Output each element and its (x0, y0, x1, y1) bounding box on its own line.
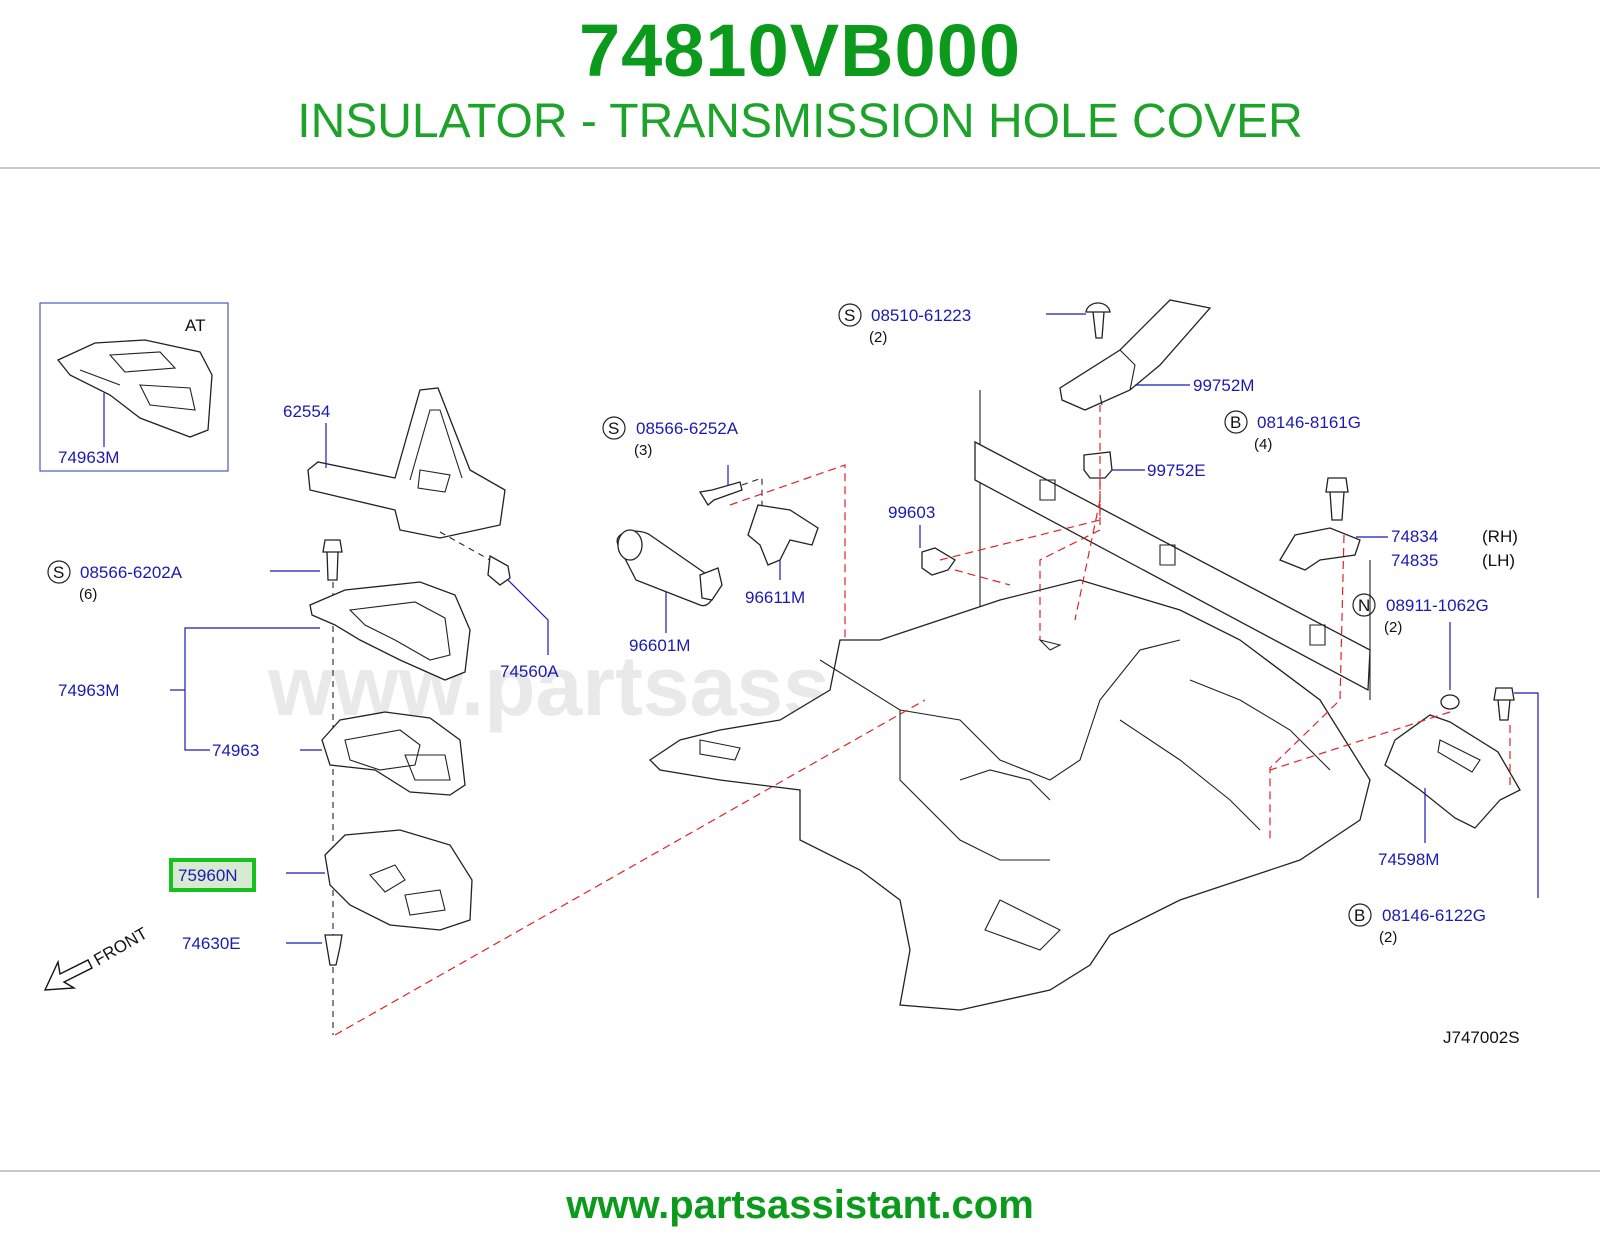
fastener-08146-6122G: B 08146-6122G (2) (1348, 687, 1539, 946)
installation-guide-lines (334, 405, 1511, 1036)
footer-divider (0, 1170, 1600, 1172)
part-74835-label[interactable]: 74835 (1391, 551, 1438, 570)
fastener-prefix: B (1354, 906, 1365, 925)
fastener-code[interactable]: 08146-6122G (1382, 906, 1486, 925)
part-62554-label[interactable]: 62554 (283, 402, 330, 421)
floor-pan (648, 579, 1371, 1011)
part-name-subtitle: INSULATOR - TRANSMISSION HOLE COVER (297, 95, 1303, 148)
at-inset: AT 74963M (39, 302, 229, 472)
part-74598M-bracket: 74598M (1378, 714, 1521, 869)
fastener-code[interactable]: 08566-6252A (636, 419, 739, 438)
part-74630E-label[interactable]: 74630E (182, 934, 241, 953)
fastener-code[interactable]: 08510-61223 (871, 306, 971, 325)
at-inset-label: AT (185, 316, 205, 335)
fastener-qty: (2) (869, 329, 887, 346)
part-74963M-label[interactable]: 74963M (58, 681, 119, 700)
part-75960N-label[interactable]: 75960N (178, 866, 238, 885)
fastener-code[interactable]: 08911-1062G (1386, 596, 1489, 615)
fastener-qty: (6) (79, 586, 97, 603)
part-74963M-group: 74963M 74963 (58, 581, 471, 796)
fastener-prefix: N (1358, 596, 1370, 615)
part-99603-label[interactable]: 99603 (888, 503, 935, 522)
inset-part-label[interactable]: 74963M (58, 448, 119, 467)
fastener-08510-61223: S 08510-61223 (2) (838, 302, 1111, 346)
part-74560A-label[interactable]: 74560A (500, 662, 559, 681)
part-99752M-label[interactable]: 99752M (1193, 376, 1254, 395)
cross-member (974, 440, 1371, 692)
fastener-qty: (2) (1379, 929, 1397, 946)
fastener-prefix: S (53, 563, 64, 582)
fastener-qty: (4) (1254, 436, 1272, 453)
part-74630E-clip: 74630E (182, 934, 343, 966)
part-75960N-insulator: 75960N (169, 829, 473, 931)
fastener-prefix: S (844, 306, 855, 325)
fastener-prefix: B (1230, 413, 1241, 432)
fastener-08911-1062G: N 08911-1062G (2) (1352, 593, 1489, 710)
fastener-qty: (2) (1384, 619, 1402, 636)
front-arrow-icon (43, 959, 93, 991)
fastener-code[interactable]: 08146-8161G (1257, 413, 1361, 432)
drawing-code: J747002S (1443, 1028, 1520, 1047)
fastener-prefix: S (608, 419, 619, 438)
fastener-08566-6252A: S 08566-6252A (3) (602, 416, 763, 506)
rh-label: (RH) (1482, 527, 1518, 546)
fastener-08566-6202A: S 08566-6202A (6) (47, 539, 343, 1035)
part-74598M-label[interactable]: 74598M (1378, 850, 1439, 869)
header-divider (0, 167, 1600, 169)
part-74834-74835-bracket: 74834 (RH) 74835 (LH) (1279, 527, 1518, 571)
part-99752M-strap: 99752M (1059, 299, 1254, 411)
part-96611M-label[interactable]: 96611M (745, 588, 805, 607)
part-96611M-bracket: 96611M (745, 504, 819, 607)
footer-website[interactable]: www.partsassistant.com (566, 1183, 1034, 1227)
front-label: FRONT (91, 924, 151, 970)
fastener-08146-8161G: B 08146-8161G (4) (1224, 410, 1361, 521)
lh-label: (LH) (1482, 551, 1515, 570)
part-99752E-label[interactable]: 99752E (1147, 461, 1206, 480)
part-96601M-label[interactable]: 96601M (629, 636, 690, 655)
part-74834-label[interactable]: 74834 (1391, 527, 1438, 546)
fastener-qty: (3) (634, 442, 652, 459)
front-indicator: FRONT (43, 924, 151, 991)
part-99752E-grommet: 99752E (1083, 451, 1206, 480)
fastener-code[interactable]: 08566-6202A (80, 563, 183, 582)
floor-pan-assembly (648, 390, 1371, 1011)
page-header: 74810VB000 INSULATOR - TRANSMISSION HOLE… (0, 0, 1600, 170)
part-96601M-canister: 96601M (616, 529, 723, 655)
part-74560A-screw: 74560A (439, 531, 559, 681)
part-number-title: 74810VB000 (578, 9, 1022, 92)
highlight-box (169, 858, 256, 892)
part-99603-clip: 99603 (888, 503, 956, 576)
part-62554-boot: 62554 (283, 387, 506, 539)
part-74963-label[interactable]: 74963 (212, 741, 259, 760)
inset-bracket-shape (56, 339, 213, 438)
